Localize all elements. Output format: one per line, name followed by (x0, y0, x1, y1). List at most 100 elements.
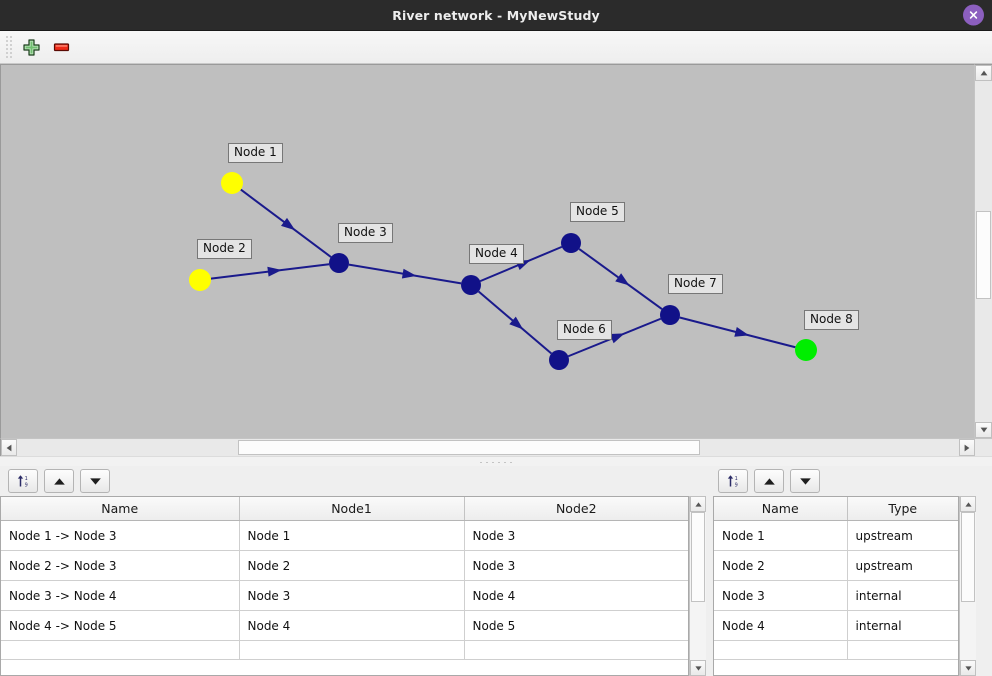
canvas-horizontal-scrollbar[interactable] (0, 438, 992, 456)
branch-row-empty-cell[interactable] (464, 640, 688, 660)
graph-node-node-2[interactable] (189, 269, 211, 291)
graph-node-label-node-7[interactable]: Node 7 (668, 274, 723, 294)
graph-node-node-8[interactable] (795, 339, 817, 361)
branches-col-node2[interactable]: Node2 (464, 497, 688, 521)
node-row-cell[interactable]: internal (847, 580, 958, 611)
graph-node-label-node-3[interactable]: Node 3 (338, 223, 393, 243)
branches-scroll-down-button[interactable] (690, 660, 706, 676)
horizontal-splitter[interactable] (0, 456, 992, 466)
move-node-up-button[interactable] (754, 469, 784, 493)
node-row-cell[interactable]: Node 4 (714, 610, 848, 641)
branch-row-cell[interactable]: Node 4 -> Node 5 (1, 610, 240, 641)
branch-row-cell[interactable]: Node 3 (464, 550, 688, 581)
scroll-right-button[interactable] (959, 439, 975, 456)
sort-branches-button[interactable]: 1 9 (8, 469, 38, 493)
canvas-vertical-scrollbar[interactable] (974, 64, 992, 438)
chevron-up-icon (964, 501, 972, 507)
branch-row-cell[interactable]: Node 3 (464, 520, 688, 551)
move-branch-down-button[interactable] (80, 469, 110, 493)
branch-row-cell[interactable]: Node 4 (464, 580, 688, 611)
canvas-row: Node 1 Node 2 Node 3 Node 4 Node 5 Node 6 Node… (0, 64, 992, 438)
scroll-up-button[interactable] (975, 65, 992, 81)
canvas-hscroll-thumb[interactable] (238, 440, 700, 455)
add-node-button[interactable] (16, 33, 46, 61)
nodes-vscroll-track[interactable] (960, 512, 976, 660)
node-row-empty-cell[interactable] (847, 640, 958, 660)
graph-node-node-3[interactable] (329, 253, 349, 273)
close-button[interactable] (963, 4, 984, 26)
branch-row-cell[interactable]: Node 2 (239, 550, 465, 581)
red-minus-icon (53, 43, 69, 52)
sort-nodes-button[interactable]: 1 9 (718, 469, 748, 493)
graph-node-label-node-6[interactable]: Node 6 (557, 320, 612, 340)
branches-header-row: Name Node1 Node2 (1, 497, 688, 521)
branch-row-cell[interactable]: Node 5 (464, 610, 688, 641)
node-row-cell[interactable]: Node 1 (714, 520, 848, 551)
window-title: River network - MyNewStudy (392, 7, 600, 23)
branch-row-cell[interactable]: Node 4 (239, 610, 465, 641)
canvas-vscroll-track[interactable] (975, 81, 992, 422)
nodes-vertical-scrollbar[interactable] (959, 496, 976, 676)
network-canvas[interactable]: Node 1 Node 2 Node 3 Node 4 Node 5 Node 6 Node… (0, 64, 974, 438)
graph-node-node-4[interactable] (461, 275, 481, 295)
graph-node-node-5[interactable] (561, 233, 581, 253)
branches-vscroll-thumb[interactable] (691, 512, 705, 602)
node-row-cell[interactable]: Node 2 (714, 550, 848, 581)
node-row-cell[interactable]: internal (847, 610, 958, 641)
node-row-empty[interactable] (714, 640, 958, 660)
graph-node-label-node-8[interactable]: Node 8 (804, 310, 859, 330)
node-row-cell[interactable]: Node 3 (714, 580, 848, 611)
node-row-cell[interactable]: upstream (847, 520, 958, 551)
nodes-toolbar: 1 9 (706, 466, 992, 496)
branch-row-cell[interactable]: Node 2 -> Node 3 (1, 550, 240, 581)
scroll-down-button[interactable] (975, 422, 992, 438)
scroll-left-button[interactable] (1, 439, 17, 456)
branch-row-cell[interactable]: Node 1 (239, 520, 465, 551)
edge-arrow-icon (267, 266, 282, 277)
branch-row-cell[interactable]: Node 1 -> Node 3 (1, 520, 240, 551)
nodes-col-name[interactable]: Name (714, 497, 848, 521)
graph-node-node-1[interactable] (221, 172, 243, 194)
nodes-vscroll-thumb[interactable] (961, 512, 975, 602)
branches-col-name[interactable]: Name (1, 497, 240, 521)
graph-node-node-7[interactable] (660, 305, 680, 325)
branch-row-cell[interactable]: Node 3 (239, 580, 465, 611)
graph-node-label-node-4[interactable]: Node 4 (469, 244, 524, 264)
node-row-empty-cell[interactable] (714, 640, 848, 660)
toolbar-grip[interactable] (4, 36, 12, 58)
canvas-hscroll-track[interactable] (17, 439, 959, 456)
graph-node-label-node-5[interactable]: Node 5 (570, 202, 625, 222)
nodes-col-type[interactable]: Type (847, 497, 958, 521)
move-node-down-button[interactable] (790, 469, 820, 493)
chevron-down-icon (980, 427, 987, 433)
remove-node-button[interactable] (46, 33, 76, 61)
graph-node-label-node-2[interactable]: Node 2 (197, 239, 252, 259)
branches-scroll-up-button[interactable] (690, 496, 706, 512)
branch-row-empty-cell[interactable] (1, 640, 240, 660)
graph-node-label-node-1[interactable]: Node 1 (228, 143, 283, 163)
graph-node-node-6[interactable] (549, 350, 569, 370)
node-row-cell[interactable]: upstream (847, 550, 958, 581)
branches-col-node1[interactable]: Node1 (239, 497, 465, 521)
nodes-scroll-up-button[interactable] (960, 496, 976, 512)
branch-row-empty-cell[interactable] (239, 640, 465, 660)
nodes-scroll-down-button[interactable] (960, 660, 976, 676)
canvas-vscroll-thumb[interactable] (976, 211, 991, 299)
branches-vscroll-track[interactable] (690, 512, 706, 660)
branches-vertical-scrollbar[interactable] (689, 496, 706, 676)
arrow-down-icon (89, 477, 101, 485)
branch-row-cell[interactable]: Node 3 -> Node 4 (1, 580, 240, 611)
move-branch-up-button[interactable] (44, 469, 74, 493)
branch-row-empty[interactable] (1, 640, 688, 660)
